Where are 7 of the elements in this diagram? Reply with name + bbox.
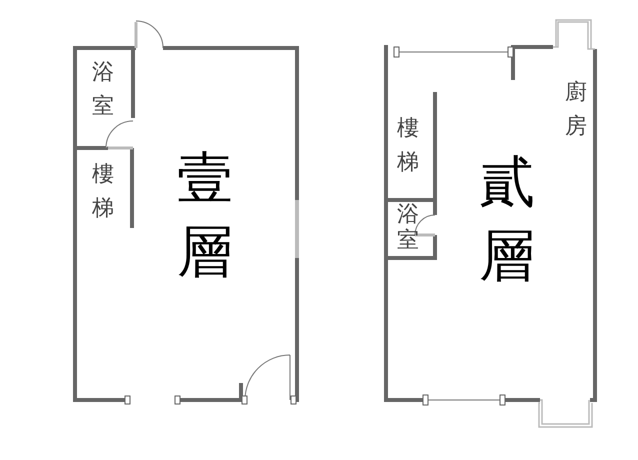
room-label: 浴室 <box>91 56 116 124</box>
floor-label: 壹層 <box>176 145 234 287</box>
room-label: 廚房 <box>564 76 588 144</box>
room-label: 樓梯 <box>91 158 116 226</box>
room-label: 樓梯 <box>396 112 420 180</box>
floor-label: 貳層 <box>478 149 536 291</box>
room-label: 浴室 <box>396 202 420 254</box>
